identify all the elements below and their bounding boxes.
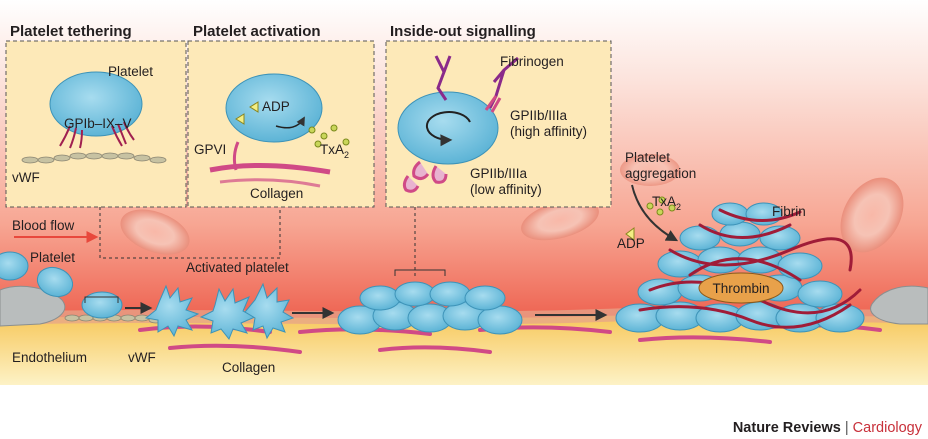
label-adp: ADP	[617, 236, 645, 251]
label-endothelium: Endothelium	[12, 350, 87, 365]
high-affinity-integrin	[484, 95, 502, 113]
fibrin-strands	[638, 208, 862, 329]
thrombin-badge	[698, 272, 784, 304]
red-blood-cells	[120, 154, 904, 255]
low-affinity-integrin	[402, 160, 448, 193]
activation-collagen-2	[219, 178, 321, 188]
label-blood-flow: Blood flow	[12, 218, 75, 233]
endothelial-cell-left	[0, 285, 66, 327]
txa-vessel-text: TxA	[652, 194, 676, 209]
txa-text: TxA	[320, 142, 344, 157]
credit-publisher: Nature Reviews	[733, 420, 841, 436]
free-platelets	[0, 251, 123, 319]
label-fibrinogen: Fibrinogen	[500, 54, 564, 69]
label-platelet-panel: Platelet	[108, 64, 153, 79]
label-adp-panel: ADP	[262, 99, 290, 114]
panel-activation	[187, 40, 375, 208]
signalling-circular-arrow	[425, 111, 471, 147]
aggregation-arrow	[631, 184, 679, 242]
panel-tethering-title: Platelet tethering	[10, 23, 132, 40]
panel-signalling-title: Inside-out signalling	[390, 23, 536, 40]
activated-platelets	[144, 282, 295, 340]
label-txa2-panel: TxA2	[320, 142, 349, 160]
label-activated-platelet: Activated platelet	[186, 260, 289, 275]
label-low-affinity-2: (low affinity)	[470, 182, 542, 197]
signalling-platelet	[397, 91, 499, 165]
label-vwf: vWF	[128, 350, 156, 365]
adp-triangle-2	[235, 113, 245, 125]
aggregation-mediators	[625, 196, 676, 241]
label-platelet: Platelet	[30, 250, 75, 265]
label-vwf-panel: vWF	[12, 170, 40, 185]
platelet-aggregate-middle	[337, 281, 523, 335]
endothelial-cell-right	[870, 285, 928, 325]
label-platelet-aggregation-2: aggregation	[625, 166, 696, 181]
label-gpib-ix-v: GPIb–IX–V	[64, 116, 132, 131]
activation-collagen	[209, 162, 331, 175]
txa-subscript: 2	[344, 150, 349, 160]
txa2-dots	[308, 124, 350, 148]
tethering-platelet	[49, 71, 143, 137]
adp-triangle	[249, 101, 259, 113]
label-gpvi: GPVI	[194, 142, 226, 157]
brackets	[84, 269, 446, 303]
tethering-vwf	[21, 152, 167, 164]
label-fibrin: Fibrin	[772, 204, 806, 219]
label-low-affinity-1: GPIIb/IIIa	[470, 166, 528, 181]
tethering-receptors	[59, 121, 135, 149]
label-txa2: TxA2	[652, 194, 681, 212]
label-collagen-panel: Collagen	[250, 186, 303, 201]
txa-vessel-subscript: 2	[676, 202, 681, 212]
label-platelet-aggregation-1: Platelet	[625, 150, 670, 165]
panel-connectors	[99, 207, 416, 276]
label-thrombin: Thrombin	[712, 281, 769, 296]
label-high-affinity-1: GPIIb/IIIa	[510, 108, 568, 123]
credit-journal: Cardiology	[853, 420, 923, 436]
panel-activation-title: Platelet activation	[193, 23, 321, 40]
credit-separator: |	[845, 420, 849, 436]
activation-curved-arrow	[275, 116, 305, 129]
label-high-affinity-2: (high affinity)	[510, 124, 587, 139]
label-collagen: Collagen	[222, 360, 275, 375]
credit-line: Nature Reviews | Cardiology	[733, 420, 923, 436]
